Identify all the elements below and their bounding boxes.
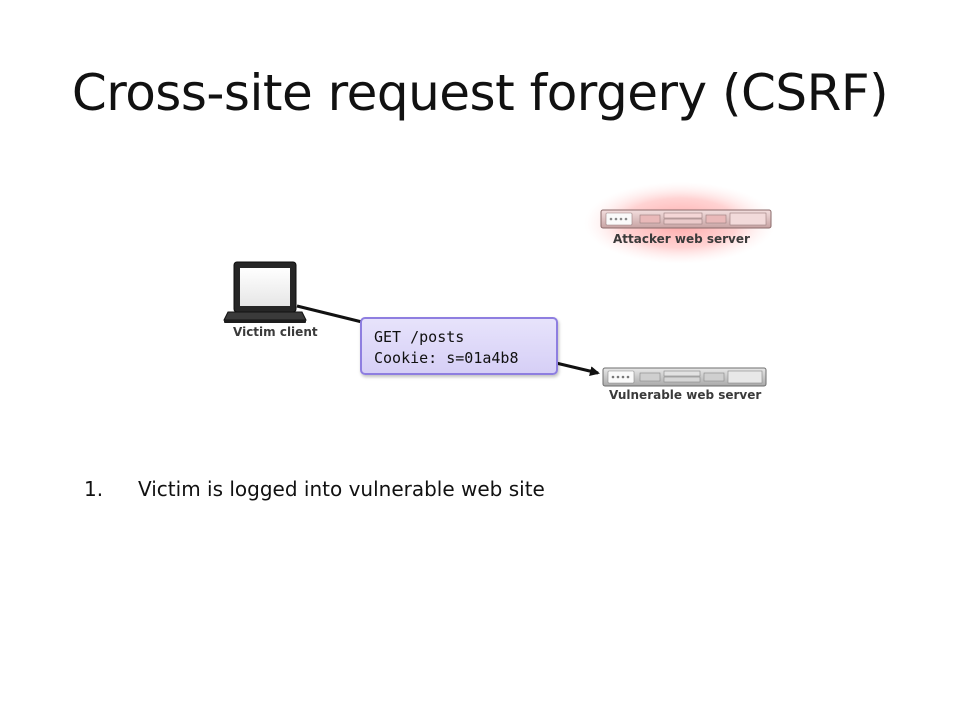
- http-request-box: GET /posts Cookie: s=01a4b8: [360, 317, 558, 375]
- client-to-request-line: [296, 304, 363, 324]
- vulnerable-server-label: Vulnerable web server: [609, 388, 761, 402]
- attacker-server-icon: [600, 209, 772, 229]
- step-list: 1. Victim is logged into vulnerable web s…: [84, 474, 545, 504]
- victim-client-label: Victim client: [233, 325, 318, 339]
- request-line: GET /posts: [374, 328, 465, 346]
- laptop-icon: [223, 261, 307, 323]
- request-to-server-arrow: [555, 361, 600, 377]
- list-item: 1. Victim is logged into vulnerable web s…: [84, 474, 545, 504]
- vulnerable-server-icon: [602, 367, 767, 387]
- slide-title: Cross-site request forgery (CSRF): [71, 64, 889, 122]
- attacker-server-label: Attacker web server: [613, 232, 750, 246]
- step-text: Victim is logged into vulnerable web sit…: [138, 477, 545, 501]
- vulnerable-web-server-node: Vulnerable web server: [602, 367, 767, 402]
- cookie-line: Cookie: s=01a4b8: [374, 349, 519, 367]
- step-number: 1.: [84, 477, 104, 501]
- attacker-web-server-node: Attacker web server: [584, 182, 776, 264]
- victim-client-node: Victim client: [223, 261, 318, 339]
